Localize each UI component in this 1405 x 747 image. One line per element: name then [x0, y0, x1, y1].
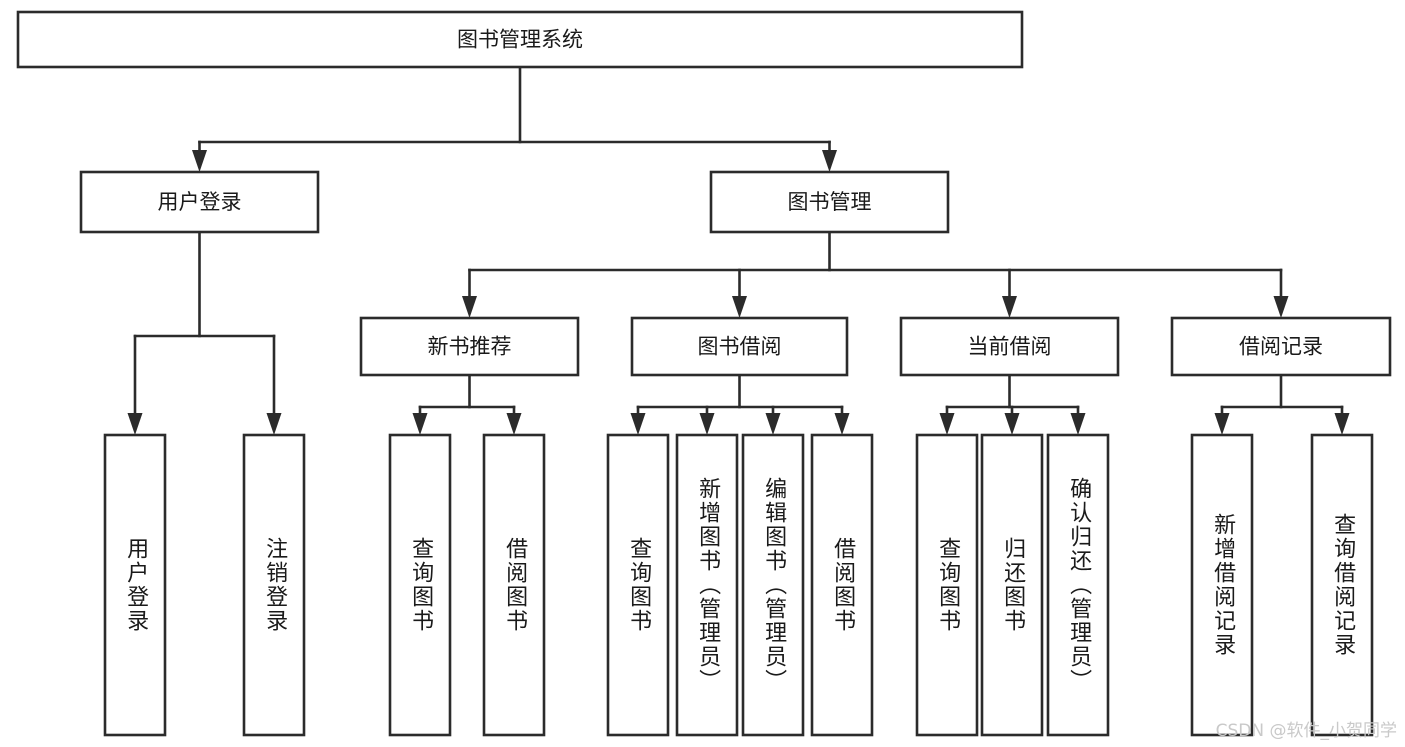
- node-leaf-borrow-edit[interactable]: [741, 433, 805, 737]
- boxes-layer: [16, 10, 1392, 737]
- node-box-leaf-borrow-borrow: [810, 433, 874, 737]
- node-root[interactable]: [16, 10, 1024, 69]
- arrow-to-leaf-record-add: [1214, 413, 1230, 435]
- node-box-leaf-borrow-edit: [741, 433, 805, 737]
- node-box-leaf-record-query: [1310, 433, 1374, 737]
- node-label-new-book-recommend: 新书推荐: [428, 335, 512, 359]
- node-box-leaf-recommend-borrow: [482, 433, 546, 737]
- node-label-root: 图书管理系统: [457, 28, 583, 52]
- node-box-leaf-current-query: [915, 433, 979, 737]
- node-label-user-login: 用户登录: [158, 190, 242, 214]
- node-box-borrow-records: [1170, 316, 1392, 377]
- node-box-leaf-user-logout: [242, 433, 306, 737]
- node-label-book-management: 图书管理: [788, 190, 872, 214]
- arrow-to-leaf-current-confirm: [1070, 413, 1086, 435]
- arrow-to-user-login: [192, 150, 207, 172]
- node-borrow-records[interactable]: [1170, 316, 1392, 377]
- node-leaf-current-query[interactable]: [915, 433, 979, 737]
- node-leaf-borrow-borrow[interactable]: [810, 433, 874, 737]
- node-current-borrow[interactable]: [899, 316, 1120, 377]
- node-new-book-recommend[interactable]: [359, 316, 580, 377]
- node-leaf-borrow-add[interactable]: [675, 433, 739, 737]
- csdn-watermark: CSDN @软件_小贺同学: [1215, 721, 1397, 741]
- arrow-to-current-borrow: [1002, 296, 1017, 318]
- node-leaf-user-logout[interactable]: [242, 433, 306, 737]
- node-box-leaf-borrow-query: [606, 433, 670, 737]
- connectors-layer: [127, 65, 1350, 435]
- arrow-to-leaf-recommend-query: [412, 413, 428, 435]
- arrow-to-leaf-borrow-borrow: [834, 413, 850, 435]
- arrow-to-leaf-borrow-add: [699, 413, 715, 435]
- node-box-leaf-current-confirm: [1046, 433, 1110, 737]
- node-label-borrow-records: 借阅记录: [1239, 335, 1323, 359]
- node-label-book-borrow: 图书借阅: [698, 335, 782, 359]
- node-leaf-record-add[interactable]: [1190, 433, 1254, 737]
- node-leaf-borrow-query[interactable]: [606, 433, 670, 737]
- node-box-root: [16, 10, 1024, 69]
- arrow-to-leaf-recommend-borrow: [506, 413, 522, 435]
- node-box-new-book-recommend: [359, 316, 580, 377]
- node-book-management[interactable]: [709, 170, 950, 234]
- node-leaf-record-query[interactable]: [1310, 433, 1374, 737]
- node-user-login[interactable]: [79, 170, 320, 234]
- arrow-to-borrow-records: [1273, 296, 1289, 318]
- arrow-to-book-management: [822, 150, 837, 172]
- node-box-leaf-current-return: [980, 433, 1044, 737]
- node-leaf-user-login[interactable]: [103, 433, 167, 737]
- arrow-to-leaf-borrow-query: [630, 413, 646, 435]
- node-leaf-recommend-query[interactable]: [388, 433, 452, 737]
- node-box-book-management: [709, 170, 950, 234]
- node-box-book-borrow: [630, 316, 849, 377]
- node-box-current-borrow: [899, 316, 1120, 377]
- arrow-to-new-book-recommend: [462, 296, 477, 318]
- arrow-to-leaf-user-logout: [266, 413, 282, 435]
- arrow-to-leaf-user-login: [127, 413, 143, 435]
- arrow-to-leaf-current-query: [939, 413, 955, 435]
- arrow-to-leaf-current-return: [1004, 413, 1020, 435]
- arrow-to-leaf-record-query: [1334, 413, 1350, 435]
- node-leaf-current-return[interactable]: [980, 433, 1044, 737]
- node-leaf-recommend-borrow[interactable]: [482, 433, 546, 737]
- node-box-leaf-user-login: [103, 433, 167, 737]
- node-box-user-login: [79, 170, 320, 234]
- node-book-borrow[interactable]: [630, 316, 849, 377]
- node-leaf-current-confirm[interactable]: [1046, 433, 1110, 737]
- node-box-leaf-record-add: [1190, 433, 1254, 737]
- arrow-to-leaf-borrow-edit: [765, 413, 781, 435]
- node-label-current-borrow: 当前借阅: [968, 335, 1052, 359]
- node-box-leaf-borrow-add: [675, 433, 739, 737]
- arrow-to-book-borrow: [732, 296, 747, 318]
- node-box-leaf-recommend-query: [388, 433, 452, 737]
